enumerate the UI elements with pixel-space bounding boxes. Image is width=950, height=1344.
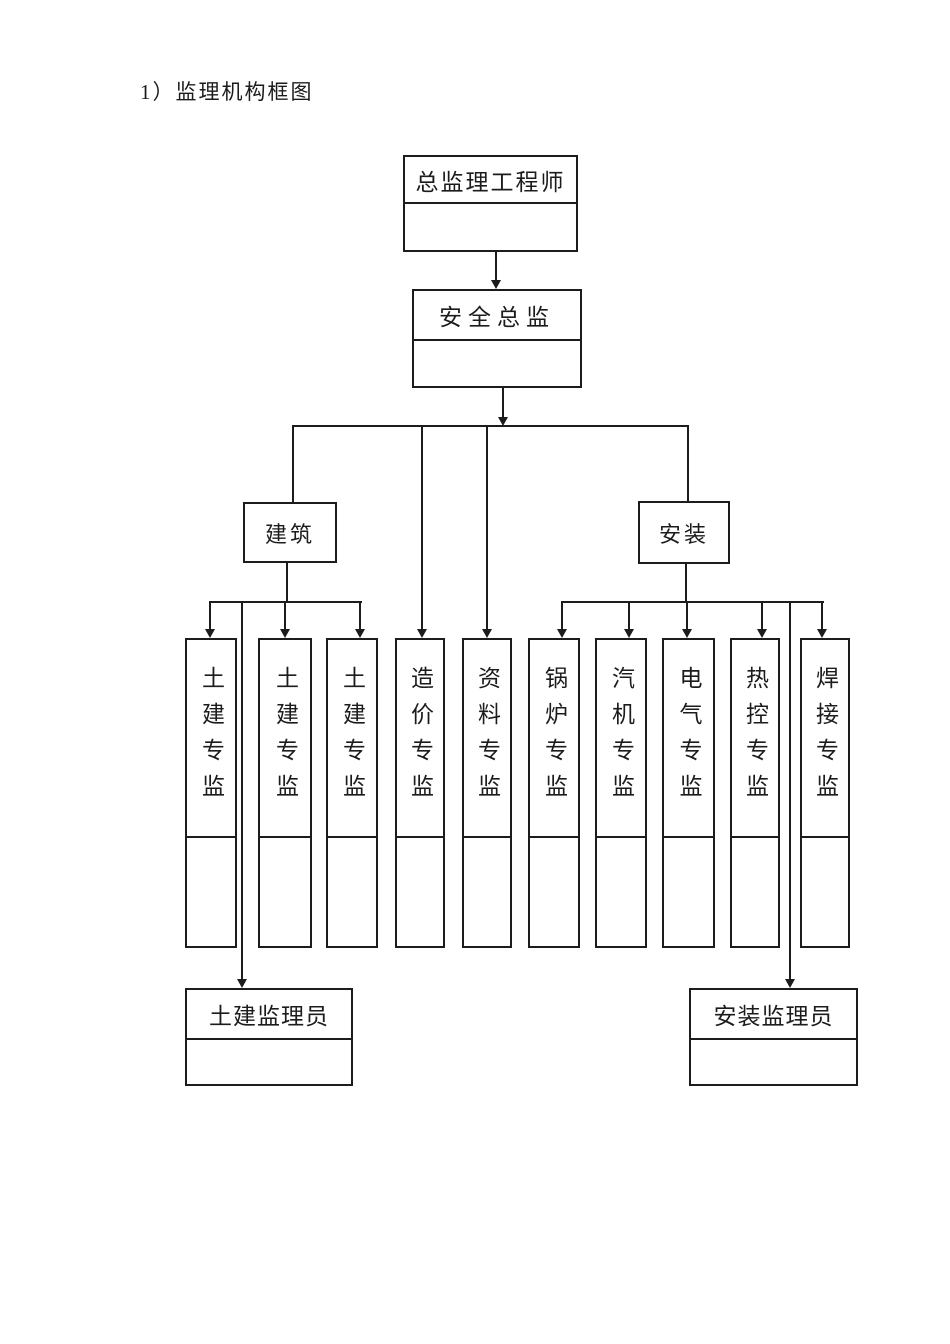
- box-specialist-thermal-control: 热控专监: [730, 638, 780, 948]
- specialist-empty-cell: [397, 838, 443, 946]
- arrow-down-icon: [491, 280, 501, 289]
- connector-line: [286, 563, 288, 602]
- box-chief-engineer: 总监理工程师: [403, 155, 578, 252]
- specialist-empty-cell: [260, 838, 310, 946]
- box-civil-supervisor: 土建监理员: [185, 988, 353, 1086]
- specialist-empty-cell: [530, 838, 578, 946]
- specialist-label: 汽机专监: [608, 666, 634, 810]
- arrow-down-icon: [498, 417, 508, 426]
- specialist-label-cell: 热控专监: [732, 640, 778, 838]
- connector-line: [292, 425, 294, 502]
- specialist-label-cell: 土建专监: [187, 640, 235, 838]
- arrow-down-icon: [280, 629, 290, 638]
- specialist-empty-cell: [802, 838, 848, 946]
- arrow-down-icon: [237, 979, 247, 988]
- specialist-empty-cell: [328, 838, 376, 946]
- box-branch-construction: 建筑: [243, 502, 337, 563]
- arrow-down-icon: [482, 629, 492, 638]
- specialist-empty-cell: [732, 838, 778, 946]
- box-civil-supervisor-label: 土建监理员: [187, 990, 351, 1040]
- specialist-label: 锅炉专监: [541, 666, 567, 810]
- connector-line: [486, 425, 488, 630]
- arrow-down-icon: [205, 629, 215, 638]
- specialist-empty-cell: [187, 838, 235, 946]
- box-installation-supervisor: 安装监理员: [689, 988, 858, 1086]
- connector-line: [359, 601, 361, 629]
- connector-line: [421, 425, 423, 630]
- specialist-empty-cell: [664, 838, 713, 946]
- specialist-label: 土建专监: [272, 666, 298, 810]
- connector-line: [561, 601, 563, 629]
- specialist-label-cell: 焊接专监: [802, 640, 848, 838]
- specialist-label-cell: 电气专监: [664, 640, 713, 838]
- specialist-label-cell: 资料专监: [464, 640, 510, 838]
- specialist-label: 电气专监: [676, 666, 701, 810]
- specialist-label: 造价专监: [407, 666, 433, 810]
- specialist-empty-cell: [464, 838, 510, 946]
- box-civil-supervisor-empty-cell: [187, 1040, 351, 1084]
- specialist-label: 热控专监: [742, 666, 768, 810]
- box-safety-director: 安全总监: [412, 289, 582, 388]
- specialist-label-cell: 土建专监: [328, 640, 376, 838]
- arrow-down-icon: [785, 979, 795, 988]
- specialist-label-cell: 造价专监: [397, 640, 443, 838]
- box-specialist-documents: 资料专监: [462, 638, 512, 948]
- specialist-empty-cell: [597, 838, 645, 946]
- arrow-down-icon: [624, 629, 634, 638]
- box-specialist-civil-3: 土建专监: [326, 638, 378, 948]
- box-safety-director-label: 安全总监: [414, 291, 580, 341]
- box-specialist-turbine: 汽机专监: [595, 638, 647, 948]
- box-specialist-welding: 焊接专监: [800, 638, 850, 948]
- box-specialist-cost: 造价专监: [395, 638, 445, 948]
- specialist-label-cell: 土建专监: [260, 640, 310, 838]
- specialist-label: 资料专监: [474, 666, 500, 810]
- connector-line: [628, 601, 630, 629]
- connector-rail-right: [561, 601, 824, 603]
- arrow-down-icon: [757, 629, 767, 638]
- box-safety-director-empty-cell: [414, 341, 580, 386]
- box-installation-supervisor-empty-cell: [691, 1040, 856, 1084]
- box-installation-supervisor-label: 安装监理员: [691, 990, 856, 1040]
- connector-line: [685, 564, 687, 602]
- specialist-label-cell: 汽机专监: [597, 640, 645, 838]
- specialist-label: 焊接专监: [812, 666, 838, 810]
- connector-line: [687, 425, 689, 501]
- specialist-label: 土建专监: [198, 666, 224, 810]
- connector-line: [502, 388, 504, 418]
- connector-line: [686, 601, 688, 629]
- box-specialist-civil-1: 土建专监: [185, 638, 237, 948]
- connector-rail-main: [292, 425, 689, 427]
- box-specialist-civil-2: 土建专监: [258, 638, 312, 948]
- connector-line: [789, 601, 791, 980]
- connector-line: [209, 601, 211, 629]
- connector-line: [495, 252, 497, 281]
- box-chief-engineer-empty-cell: [405, 204, 576, 250]
- arrow-down-icon: [557, 629, 567, 638]
- specialist-label: 土建专监: [339, 666, 365, 810]
- arrow-down-icon: [682, 629, 692, 638]
- arrow-down-icon: [417, 629, 427, 638]
- connector-line: [761, 601, 763, 629]
- box-chief-engineer-label: 总监理工程师: [405, 157, 576, 204]
- diagram-title: 1）监理机构框图: [140, 80, 314, 104]
- connector-line: [284, 601, 286, 629]
- specialist-label-cell: 锅炉专监: [530, 640, 578, 838]
- box-branch-installation: 安装: [638, 501, 730, 564]
- box-specialist-boiler: 锅炉专监: [528, 638, 580, 948]
- connector-line: [241, 601, 243, 980]
- arrow-down-icon: [355, 629, 365, 638]
- connector-line: [821, 601, 823, 629]
- arrow-down-icon: [817, 629, 827, 638]
- box-specialist-electrical: 电气专监: [662, 638, 715, 948]
